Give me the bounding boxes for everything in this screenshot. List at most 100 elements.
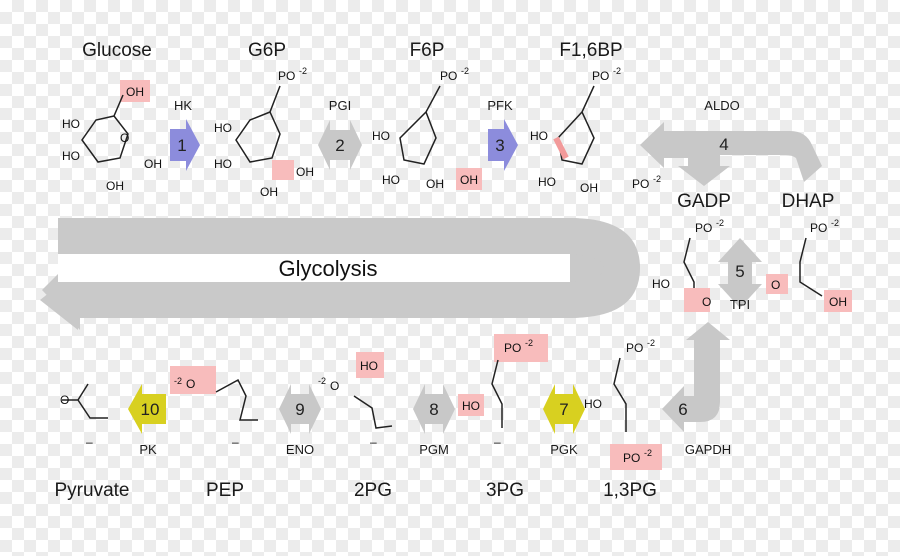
gadp-ho: HO: [652, 277, 670, 291]
enzyme-pgm: PGM: [419, 442, 449, 457]
f16bp-ho-b: HO: [538, 175, 556, 189]
glycolysis-title: Glycolysis: [278, 256, 377, 281]
label-dhap: DHAP: [782, 191, 835, 212]
highlight-glucose-oh: [120, 80, 150, 102]
g6p-oh-d: OH: [296, 165, 314, 179]
highlight-3pg-po3: [494, 334, 548, 362]
label-f16bp: F1,6BP: [559, 40, 622, 61]
step-2-number: 2: [335, 136, 344, 155]
pg3-ho: HO: [462, 399, 480, 413]
f16bp-ho-a: HO: [530, 129, 548, 143]
pg2-charge: -2: [318, 376, 326, 386]
enzyme-gapdh: GAPDH: [685, 442, 731, 457]
molecule-f16bp: PO -2 HO HO OH PO -2: [530, 66, 661, 195]
highlight-dhap-o: [766, 274, 788, 294]
label-pyruvate: Pyruvate: [55, 480, 130, 501]
dhap-po3: PO: [810, 221, 827, 235]
glycolysis-arrow-head: [40, 270, 78, 330]
highlight-2pg: [356, 352, 384, 378]
f16bp-charge-top: -2: [613, 66, 621, 76]
dhap-oh: OH: [829, 295, 847, 309]
step-6-number: 6: [678, 400, 687, 419]
pep-charge: -2: [174, 376, 182, 386]
label-2pg: 2PG: [354, 480, 392, 501]
enzyme-tpi: TPI: [730, 297, 750, 312]
molecule-13bpg: PO -2 HO PO -2: [584, 338, 662, 470]
bpg-charge-bottom: -2: [644, 448, 652, 458]
step-3-number: 3: [495, 136, 504, 155]
label-pep: PEP: [206, 480, 244, 501]
highlight-bpg: [610, 444, 662, 470]
pg2-o3p: O: [330, 379, 339, 393]
pg3-po3: PO: [504, 341, 521, 355]
enzyme-hk: HK: [174, 98, 192, 113]
label-3pg: 3PG: [486, 480, 524, 501]
pg2-minus: –: [370, 435, 377, 449]
g6p-oh-c: OH: [260, 185, 278, 199]
highlight-pep: [170, 366, 216, 394]
glucose-oh-c: OH: [106, 179, 124, 193]
enzyme-pgk: PGK: [550, 442, 578, 457]
step-5-arrow: [718, 238, 762, 308]
step-1-number: 1: [177, 136, 186, 155]
label-g6p: G6P: [248, 40, 286, 61]
enzyme-eno: ENO: [286, 442, 314, 457]
pg3-minus: –: [494, 435, 501, 449]
label-f6p: F6P: [410, 40, 445, 61]
step-10-number: 10: [141, 400, 160, 419]
step-4-arrow: [640, 122, 822, 186]
molecule-dhap: PO -2 O OH: [766, 218, 852, 312]
step-8-number: 8: [429, 400, 438, 419]
label-glucose: Glucose: [82, 40, 152, 61]
bpg-po3-top: PO: [626, 341, 643, 355]
glucose-oh-6: OH: [126, 85, 144, 99]
pg2-ho: HO: [360, 359, 378, 373]
step-6-arrow: [662, 322, 730, 432]
step-9-arrow: [279, 384, 321, 434]
g6p-po3: PO: [278, 69, 295, 83]
step-5-number: 5: [735, 262, 744, 281]
highlight-gadp: [684, 288, 710, 312]
highlight-dhap-oh: [824, 290, 852, 312]
step-3-arrow: [488, 119, 518, 171]
step-9-number: 9: [295, 400, 304, 419]
molecule-g6p: PO -2 HO HO OH OH: [214, 66, 314, 199]
molecule-gadp: PO -2 HO O: [652, 218, 724, 312]
enzyme-pfk: PFK: [487, 98, 513, 113]
step-4-number: 4: [719, 135, 728, 154]
highlight-f6p: [456, 168, 482, 190]
bpg-ho: HO: [584, 397, 602, 411]
enzyme-aldo: ALDO: [704, 98, 739, 113]
gadp-po3: PO: [695, 221, 712, 235]
f6p-oh: OH: [460, 173, 478, 187]
dhap-o: O: [771, 278, 780, 292]
pep-minus: –: [232, 435, 239, 449]
highlight-g6p: [272, 160, 294, 180]
bpg-po3-bottom: PO: [623, 451, 640, 465]
step-7-arrow: [543, 384, 585, 434]
step-2-arrow: [318, 120, 362, 170]
f6p-charge: -2: [461, 66, 469, 76]
gadp-o: O: [702, 295, 711, 309]
pyruvate-o: O: [60, 393, 69, 407]
highlight-f16bp-bond: [553, 136, 569, 160]
step-10-arrow: [128, 384, 166, 434]
glucose-ho-a: HO: [62, 117, 80, 131]
g6p-charge: -2: [299, 66, 307, 76]
f6p-ho-b: HO: [382, 173, 400, 187]
f6p-ho-a: HO: [372, 129, 390, 143]
f6p-oh-b: OH: [426, 177, 444, 191]
f16bp-po3-bottom: PO: [632, 177, 649, 191]
step-1-arrow: [170, 119, 200, 171]
f16bp-charge-bottom: -2: [653, 174, 661, 184]
enzyme-pgi: PGI: [329, 98, 351, 113]
pep-o3p: O: [186, 377, 195, 391]
g6p-ho-b: HO: [214, 157, 232, 171]
glycolysis-arrow-bend: [570, 218, 640, 318]
f6p-po3: PO: [440, 69, 457, 83]
gadp-charge: -2: [716, 218, 724, 228]
molecule-2pg: HO -2 O –: [318, 352, 393, 449]
bpg-charge-top: -2: [647, 338, 655, 348]
molecule-f6p: PO -2 OH HO HO OH: [372, 66, 482, 191]
